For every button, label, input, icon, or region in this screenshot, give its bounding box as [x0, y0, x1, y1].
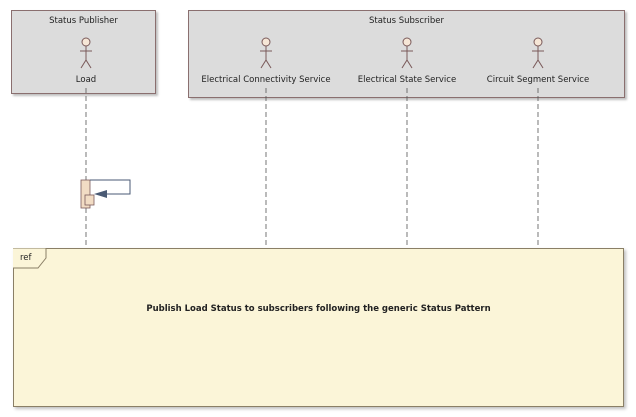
lifeline-label-electrical-state-service: Electrical State Service [357, 75, 457, 85]
self-message-arrowhead [94, 190, 107, 198]
lifeline-label-circuit-segment-service: Circuit Segment Service [486, 75, 590, 85]
lifeline-label-electrical-connectivity-service: Electrical Connectivity Service [201, 75, 331, 85]
ref-tag-label: ref [20, 253, 32, 263]
self-message-arrow [90, 179, 131, 195]
actor-icon-circuit-segment-service [532, 37, 544, 69]
actor-icon-electrical-connectivity-service [260, 37, 272, 69]
status-publisher-title: Status Publisher [49, 16, 118, 26]
ref-interaction-message: Publish Load Status to subscribers follo… [146, 304, 491, 314]
nested-activation-bar-load [84, 194, 95, 206]
status-publisher-group: Status Publisher [11, 10, 156, 94]
status-subscriber-title: Status Subscriber [368, 16, 445, 26]
lifeline-label-load: Load [75, 75, 97, 85]
ref-interaction-frame: ref Publish Load Status to subscribers f… [13, 248, 624, 407]
actor-icon-load [80, 37, 92, 69]
ref-tag-pentagon [13, 248, 47, 269]
activation-bar-load [80, 179, 91, 209]
actor-icon-electrical-state-service [401, 37, 413, 69]
